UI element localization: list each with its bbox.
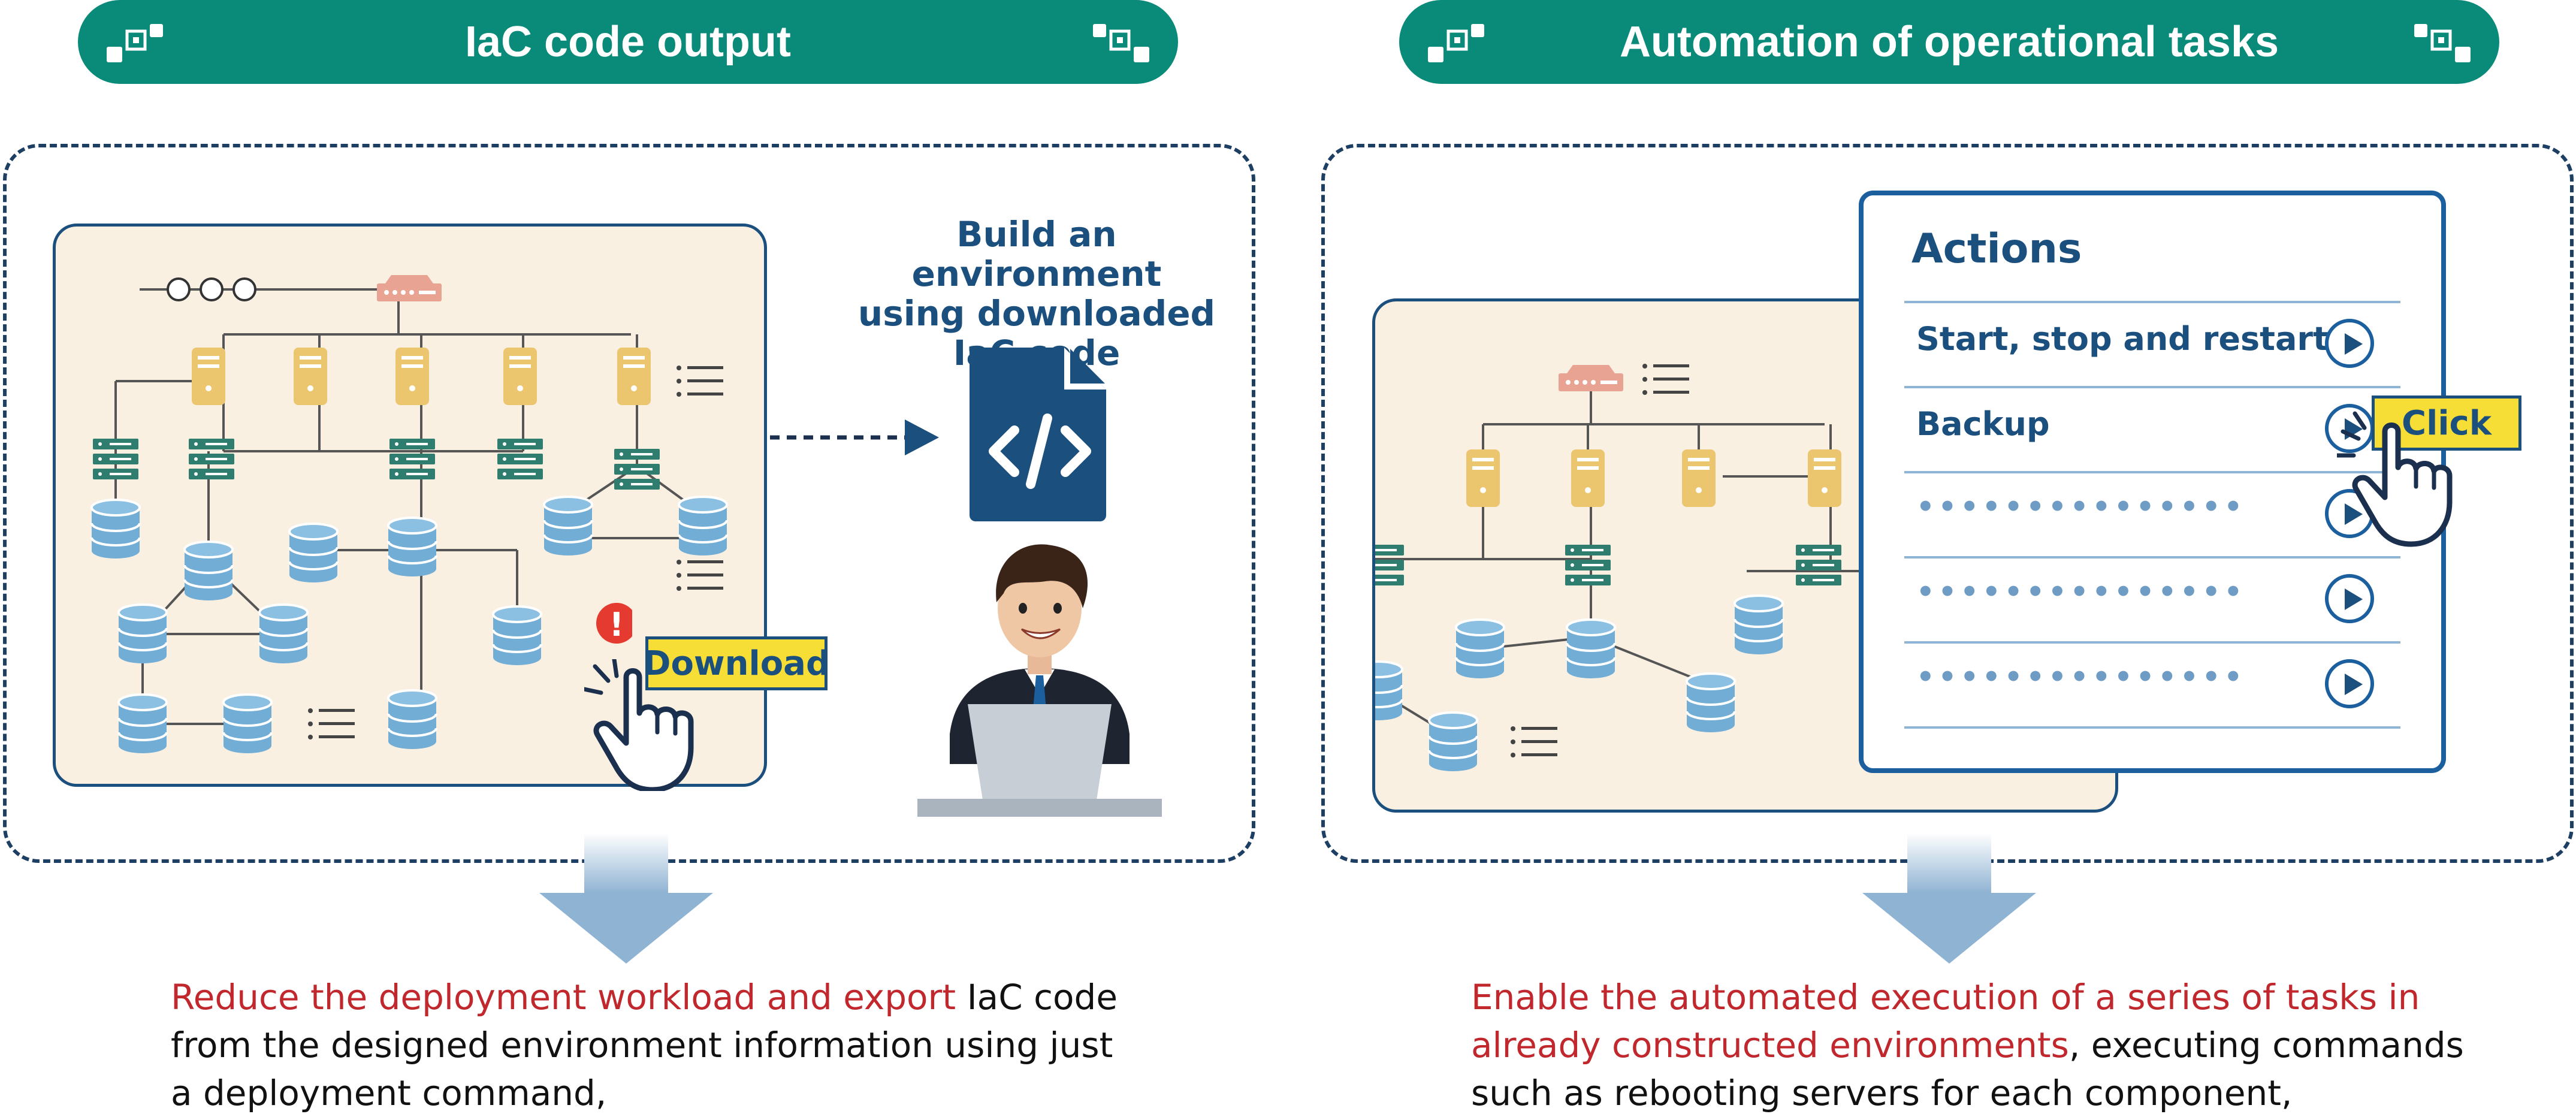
row-divider (1904, 471, 2400, 473)
action-backup[interactable]: Backup (1916, 405, 2050, 443)
pointing-hand-icon (584, 659, 716, 791)
row-divider (1904, 726, 2400, 729)
action-placeholder: ••••••••••••••• (1916, 660, 2246, 694)
action-start-stop-restart[interactable]: Start, stop and restart (1916, 320, 2329, 358)
play-icon[interactable] (2325, 319, 2374, 368)
down-arrow (539, 833, 713, 964)
alert-icon: ! (596, 603, 632, 644)
flow-arrow (770, 419, 939, 455)
download-button[interactable]: Download (642, 636, 831, 690)
header-iac-output: IaC code output (78, 0, 1178, 84)
svg-text:!: ! (609, 606, 624, 644)
network-topology (90, 275, 728, 754)
network-diagram-panel (53, 224, 767, 787)
play-icon[interactable] (2325, 659, 2374, 708)
corner-deco-icon (1423, 24, 1489, 66)
actions-title: Actions (1911, 225, 2082, 273)
row-divider (1904, 386, 2400, 388)
corner-deco-icon (1088, 24, 1154, 66)
row-divider (1904, 556, 2400, 558)
play-icon[interactable] (2325, 574, 2374, 623)
header-automation: Automation of operational tasks (1399, 0, 2499, 84)
action-placeholder: ••••••••••••••• (1916, 575, 2246, 609)
corner-deco-icon (2409, 24, 2475, 66)
header-title: Automation of operational tasks (1619, 18, 2279, 66)
down-arrow (1862, 833, 2036, 964)
pointing-hand-icon (2337, 411, 2481, 551)
engineer-illustration (917, 544, 1162, 817)
row-divider (1904, 641, 2400, 644)
network-topology (1375, 364, 1914, 772)
action-placeholder: ••••••••••••••• (1916, 490, 2246, 524)
download-label: Download (642, 644, 831, 683)
header-title: IaC code output (465, 18, 791, 66)
actions-panel: Actions Start, stop and restart Backup •… (1859, 191, 2446, 773)
right-caption: Enable the automated execution of a seri… (1471, 977, 2464, 1113)
row-divider (1904, 301, 2400, 303)
code-file-icon (970, 348, 1106, 521)
corner-deco-icon (102, 24, 168, 66)
left-caption: Reduce the deployment workload and expor… (171, 977, 1118, 1113)
